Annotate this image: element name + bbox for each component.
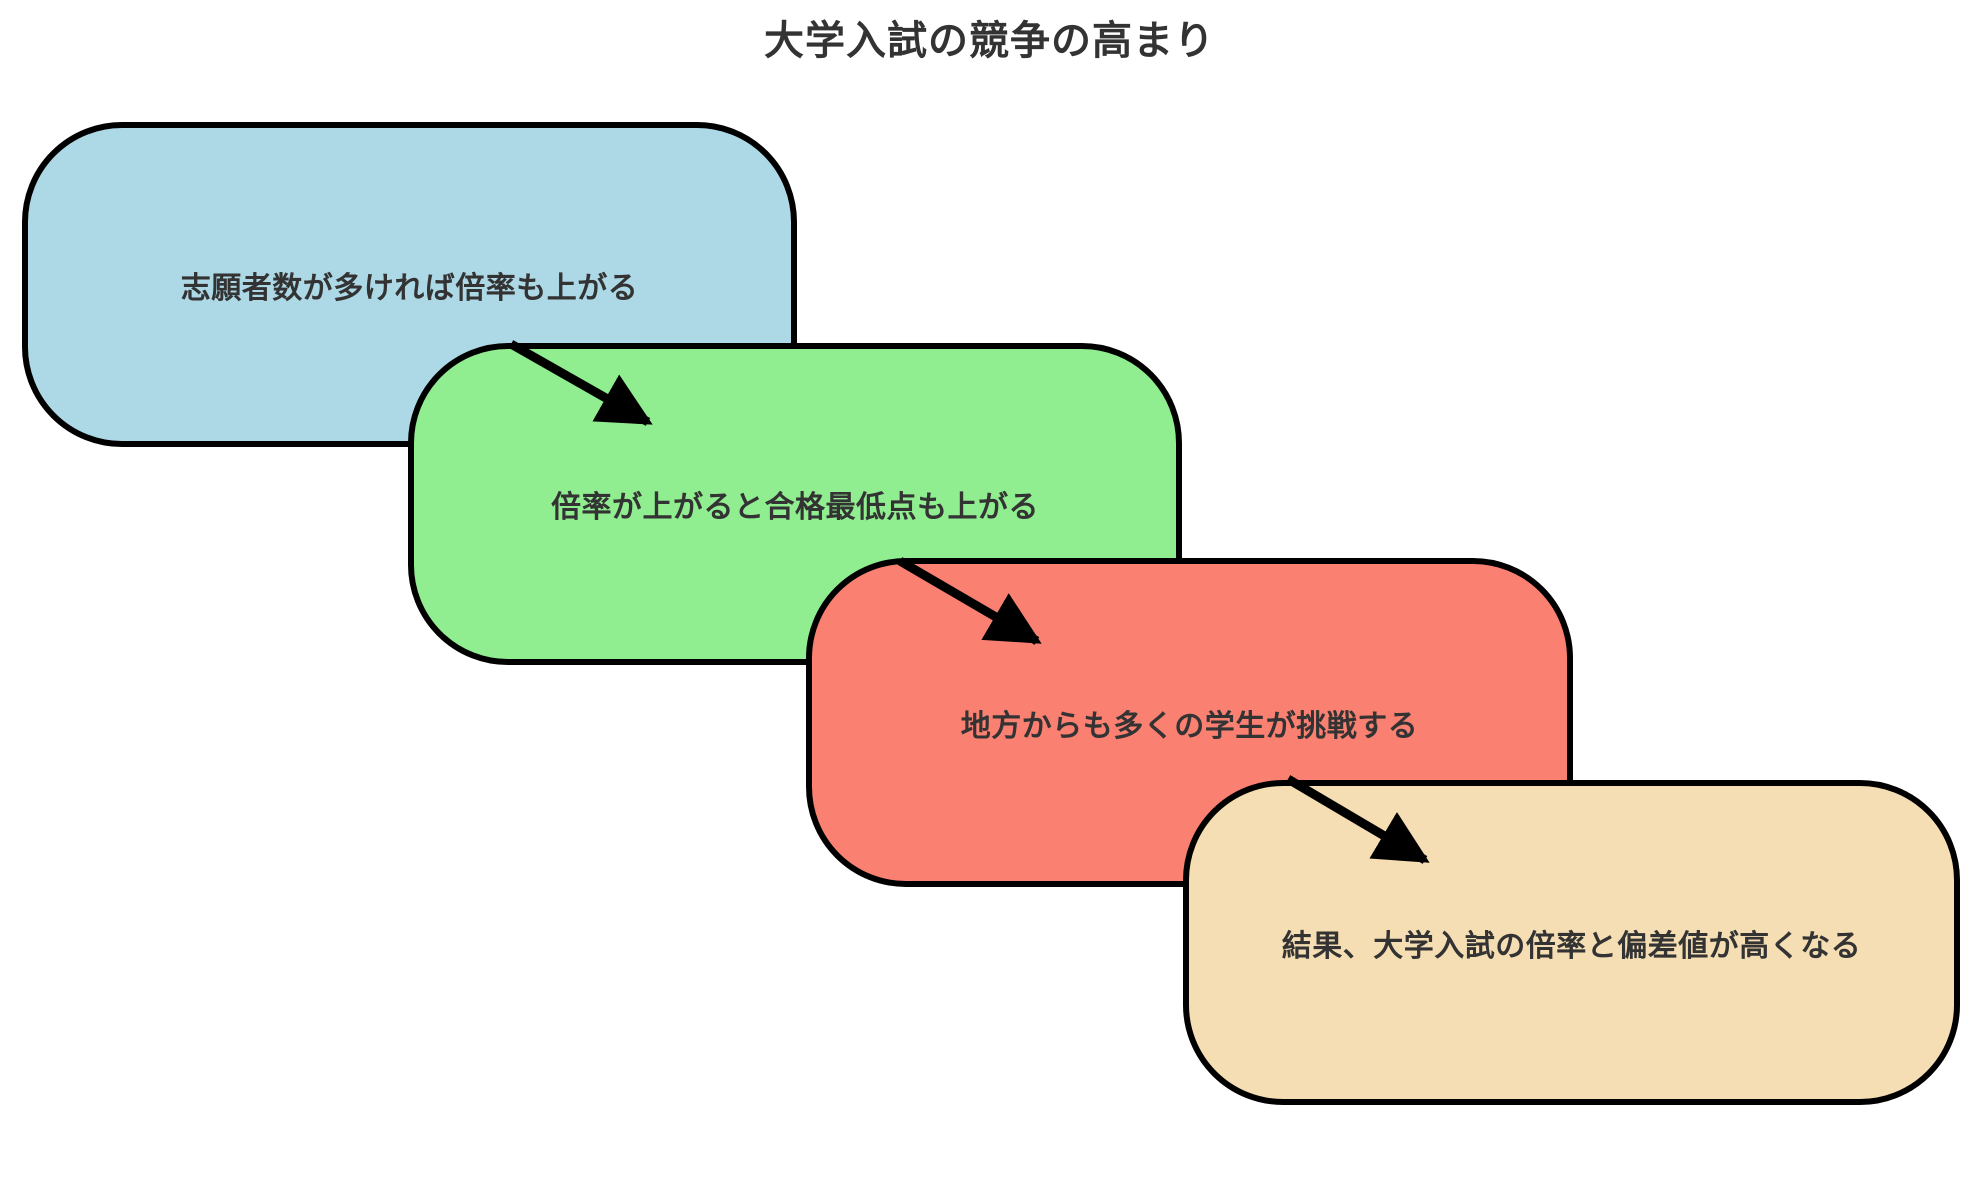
node-regional-students-label: 地方からも多くの学生が挑戦する	[960, 709, 1419, 743]
node-result-competition: 結果、大学入試の倍率と偏差値が高くなる	[1183, 780, 1960, 1105]
node-applicants-increase-label: 志願者数が多ければ倍率も上がる	[180, 271, 639, 305]
node-applicants-increase: 志願者数が多ければ倍率も上がる	[22, 122, 797, 447]
diagram-title: 大学入試の競争の高まり	[764, 19, 1215, 63]
node-result-competition-label: 結果、大学入試の倍率と偏差値が高くなる	[1281, 929, 1862, 963]
node-cutoff-rises-label: 倍率が上がると合格最低点も上がる	[551, 491, 1039, 524]
